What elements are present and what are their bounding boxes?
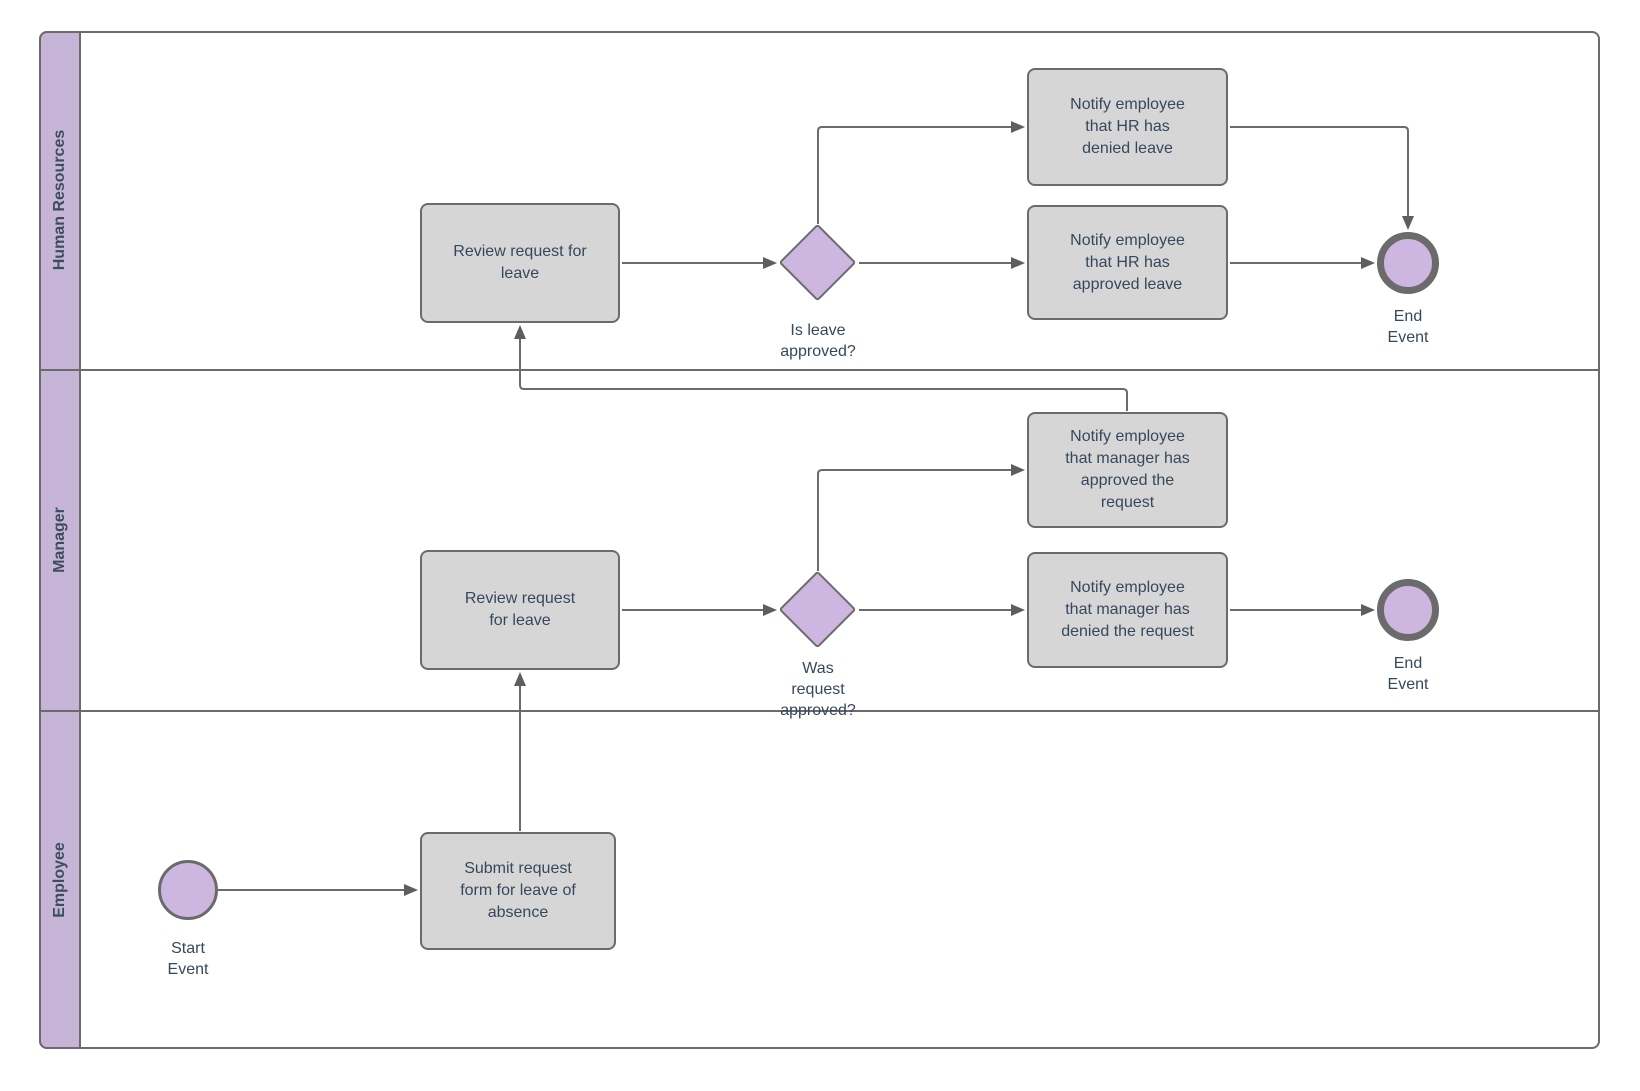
flow-manager-approved-to-hr-review [514,325,1128,411]
task-manager-review-request[interactable]: Review request for leave [420,550,620,670]
lane-separator-hr-manager [39,369,1600,371]
end-event-circle-hr[interactable] [1377,232,1439,294]
end-event-label-hr: End Event [1387,308,1429,346]
lane-header-bar [39,31,81,1049]
gateway-label-was-request-approved: Was request approved? [780,660,856,719]
task-manager-notify-denied[interactable]: Notify employee that manager has denied … [1027,552,1228,668]
end-event-label-manager: End Event [1387,655,1429,693]
bpmn-pool [39,31,1600,1049]
flow-hr-decision-no-to-notify-denied [817,121,1025,224]
flow-hr-denied-to-end [1230,126,1414,230]
task-manager-notify-approved[interactable]: Notify employee that manager has approve… [1027,412,1228,528]
task-hr-notify-denied[interactable]: Notify employee that HR has denied leave [1027,68,1228,186]
task-hr-review-request[interactable]: Review request for leave [420,203,620,323]
gateway-label-is-leave-approved: Is leave approved? [780,322,856,360]
start-event-label: Start Event [167,940,209,978]
task-hr-notify-approved[interactable]: Notify employee that HR has approved lea… [1027,205,1228,320]
task-submit-request-form[interactable]: Submit request form for leave of absence [420,832,616,950]
lane-separator-manager-employee [39,710,1600,712]
flow-manager-decision-yes-to-notify-approved [817,464,1025,571]
end-event-circle-manager[interactable] [1377,579,1439,641]
start-event-circle[interactable] [158,860,218,920]
